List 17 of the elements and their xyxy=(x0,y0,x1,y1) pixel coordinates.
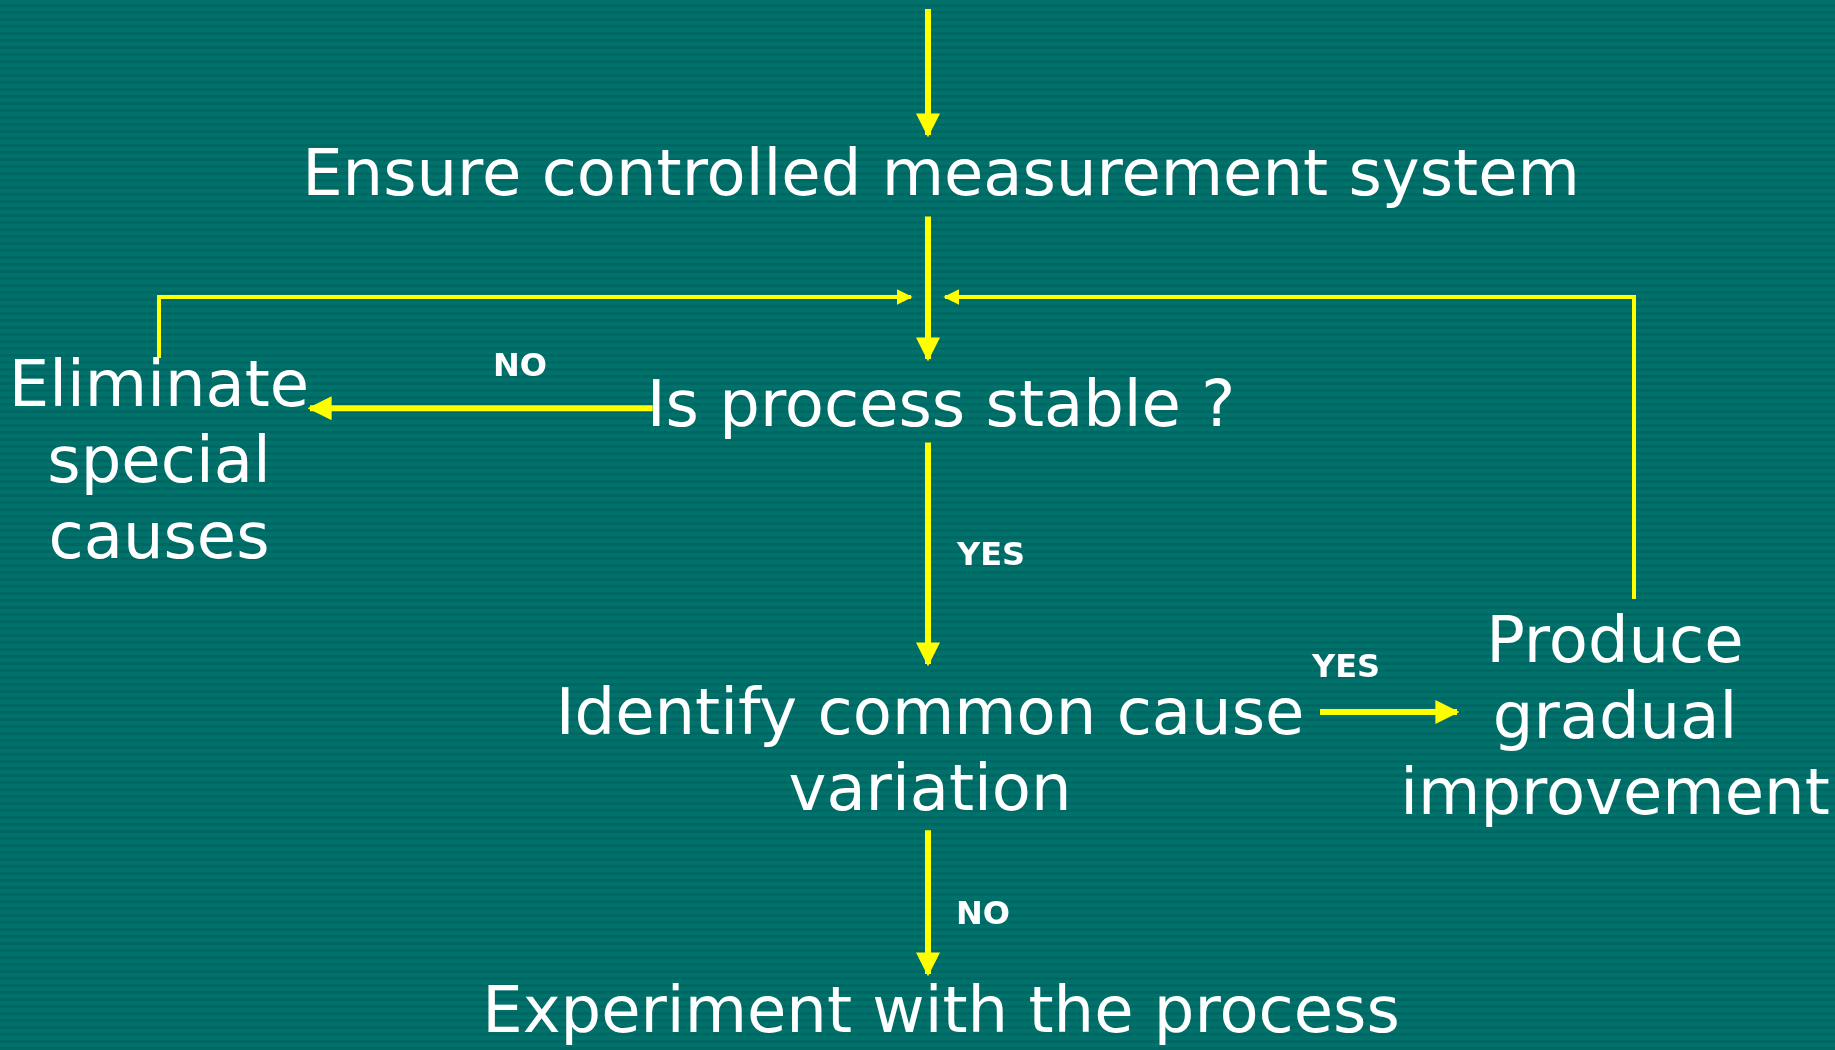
arrow xyxy=(1320,700,1460,724)
arrow xyxy=(916,830,940,977)
step-text: Is process stable ? xyxy=(646,369,1236,440)
arrow xyxy=(307,396,653,421)
arrow xyxy=(916,9,940,138)
edge-label: YES xyxy=(956,535,1026,573)
edge-label: NO xyxy=(956,894,1010,932)
step-text: Identify common cause variation xyxy=(554,674,1306,827)
edge-label: YES xyxy=(1311,647,1381,685)
arrow xyxy=(157,289,913,358)
step-text: Produce gradual improvement xyxy=(1399,602,1831,831)
edge-label: NO xyxy=(493,346,547,384)
step-text: Ensure controlled measurement system xyxy=(302,138,1580,209)
step-text: Eliminate special causes xyxy=(7,346,311,575)
arrow xyxy=(916,216,940,362)
arrow xyxy=(916,442,940,667)
arrow xyxy=(943,289,1636,599)
